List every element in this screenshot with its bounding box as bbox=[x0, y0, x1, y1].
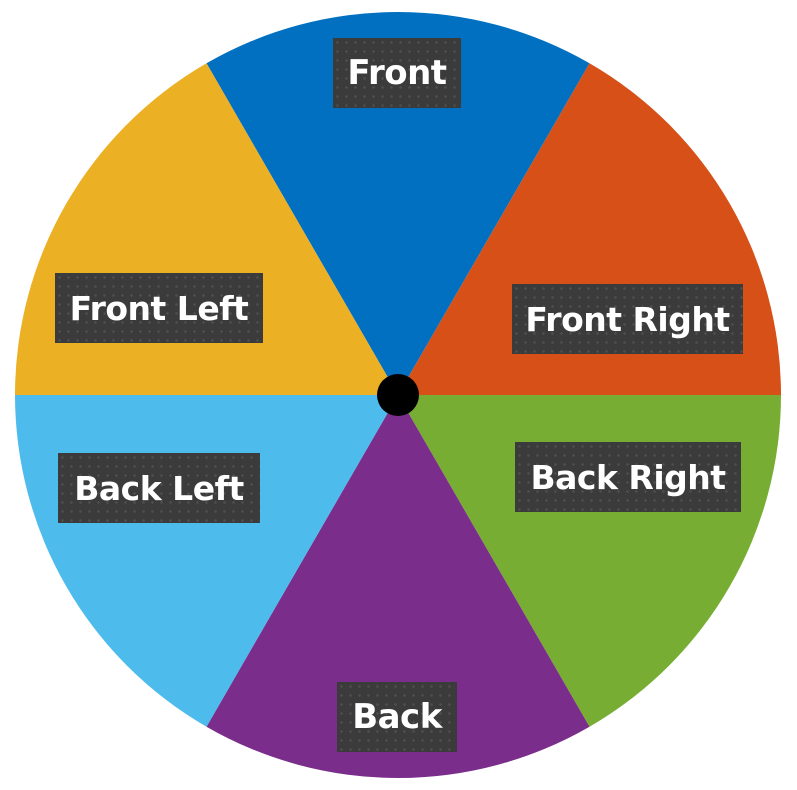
segment-label-front-right: Front Right bbox=[512, 284, 743, 354]
wheel-segment-front[interactable] bbox=[206, 11, 590, 395]
wheel-segment-back[interactable] bbox=[206, 395, 590, 779]
segment-label-back-left: Back Left bbox=[58, 453, 260, 523]
segment-label-back: Back bbox=[337, 682, 457, 752]
segment-label-back-right: Back Right bbox=[515, 442, 741, 512]
segment-label-front: Front bbox=[333, 38, 461, 108]
wheel-center-dot bbox=[377, 374, 419, 416]
segment-label-front-left: Front Left bbox=[55, 273, 263, 343]
